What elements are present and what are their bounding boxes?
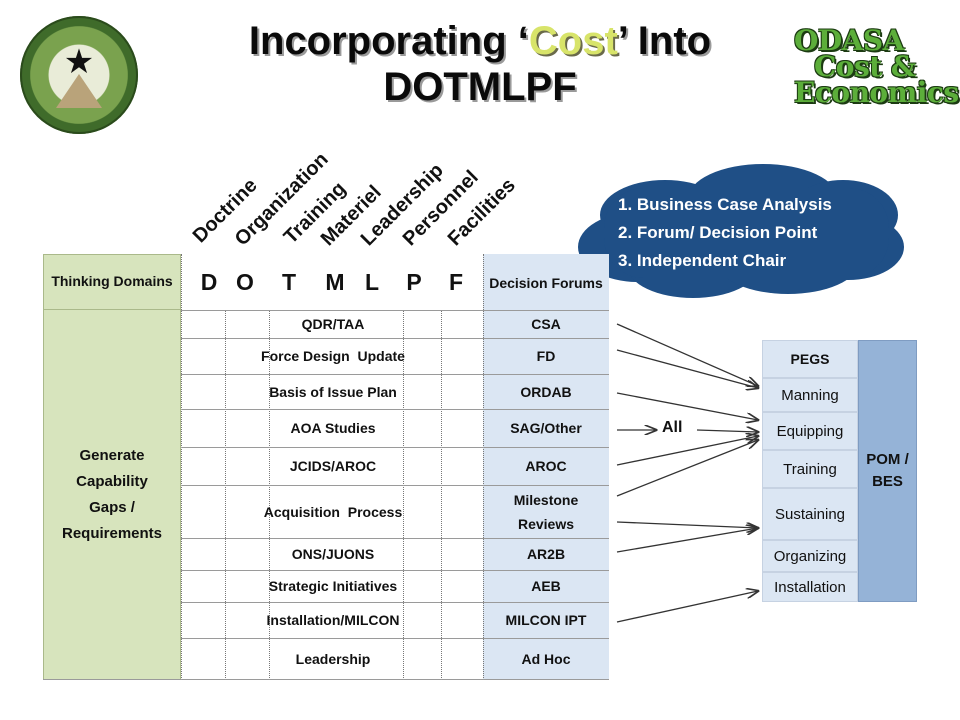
cloud-item-2: 2. Forum/ Decision Point [618, 223, 818, 242]
process-row-2: Force Design Update [261, 348, 405, 364]
dotmlpf-table: Thinking Domains Generate Capability Gap… [43, 254, 609, 680]
process-row-4: AOA Studies [290, 420, 376, 436]
arrow-ar2b [616, 528, 758, 553]
forum-row-6: Milestone Reviews [513, 491, 579, 532]
pegs-training: Training [762, 450, 858, 488]
pegs-manning: Manning [762, 378, 858, 412]
letter-m: M [325, 268, 345, 295]
logo-line3: Economics [794, 76, 959, 109]
letter-t: T [281, 268, 297, 295]
letter-p: P [406, 268, 422, 295]
cloud-item-3: 3. Independent Chair [618, 251, 787, 270]
logo-line1: ODASA [794, 24, 904, 57]
letter-f: F [448, 268, 464, 295]
odasa-logo: ODASA Cost & Economics [794, 24, 959, 109]
all-label: All [662, 419, 683, 436]
forum-row-2: FD [536, 348, 556, 364]
logo-line2: Cost & [814, 50, 916, 83]
forum-row-3: ORDAB [520, 383, 572, 400]
cloud-callout [578, 158, 908, 303]
letter-d: D [200, 268, 218, 295]
pegs-equipping: Equipping [762, 412, 858, 450]
arrow-milestone-1 [616, 440, 758, 497]
forum-row-7: AR2B [526, 546, 566, 562]
army-seal-icon: ★ [20, 16, 138, 134]
arrow-milestone-2 [616, 521, 758, 528]
process-row-6: Acquisition Process [263, 503, 403, 520]
arrow-fd [616, 349, 758, 388]
thinking-domains-header: Thinking Domains [43, 254, 181, 310]
pom-bes-cell: POM / BES [858, 340, 917, 602]
process-row-5: JCIDS/AROC [289, 458, 377, 474]
forum-row-5: AROC [525, 458, 567, 474]
letter-l: L [364, 268, 380, 295]
decision-forums-header: Decision Forums [489, 275, 603, 291]
pegs-installation: Installation [762, 572, 858, 602]
pegs-header: PEGS [762, 340, 858, 378]
process-row-9: Installation/MILCON [266, 612, 400, 628]
process-row-1: QDR/TAA [301, 316, 365, 332]
forum-row-4: SAG/Other [510, 420, 582, 436]
process-row-7: ONS/JUONS [291, 546, 375, 562]
arrow-milcon [616, 591, 758, 623]
title-prefix: Incorporating ‘ [248, 19, 529, 63]
title-suffix: ’ Into [617, 19, 712, 63]
forum-row-1: CSA [531, 316, 561, 332]
pegs-sustaining: Sustaining [762, 488, 858, 540]
title-highlight: Cost [528, 19, 618, 63]
pyramid-icon [56, 74, 102, 108]
pegs-organizing: Organizing [762, 540, 858, 572]
process-row-10: Leadership [295, 650, 371, 667]
cloud-item-1: 1. Business Case Analysis [618, 195, 832, 214]
arrow-all [696, 430, 758, 432]
forum-row-9: MILCON IPT [505, 612, 587, 628]
forum-row-10: Ad Hoc [521, 650, 571, 667]
forum-row-8: AEB [531, 578, 561, 594]
slide-title: Incorporating ‘Cost’ Into DOTMLPF [190, 18, 770, 110]
title-line2: DOTMLPF [383, 65, 577, 109]
arrow-csa [616, 323, 758, 386]
process-row-8: Strategic Initiatives [268, 578, 398, 594]
letter-o: O [236, 268, 254, 295]
arrow-aroc [616, 436, 758, 466]
process-row-3: Basis of Issue Plan [269, 383, 397, 400]
domain-label: Generate Capability Gaps / Requirements [61, 447, 163, 542]
cloud-list: 1. Business Case Analysis 2. Forum/ Deci… [618, 191, 832, 275]
arrow-ordab [616, 392, 758, 420]
